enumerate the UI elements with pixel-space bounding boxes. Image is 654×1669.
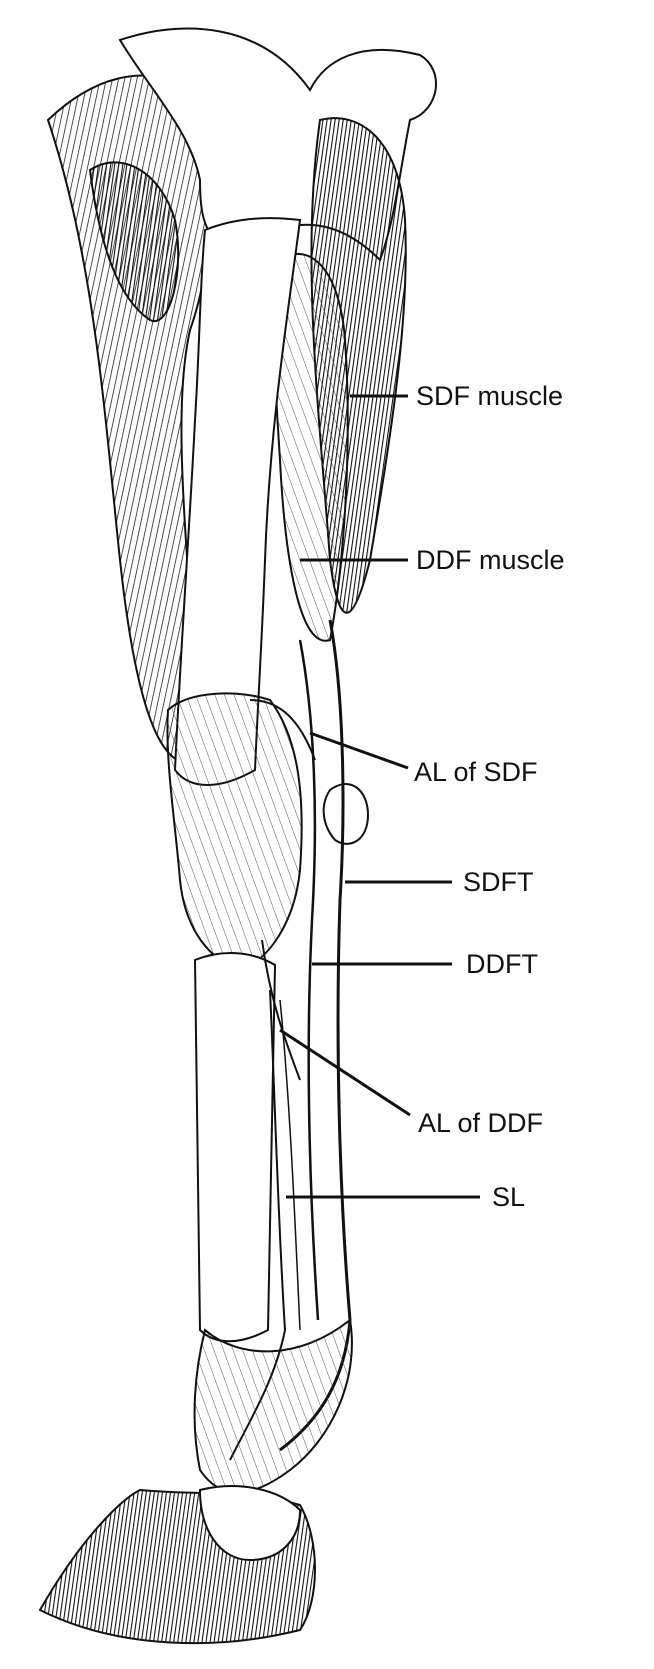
hoof xyxy=(40,1486,315,1643)
fetlock-and-pastern xyxy=(195,1320,352,1493)
label-al-of-sdf: AL of SDF xyxy=(414,759,538,786)
label-sl: SL xyxy=(492,1184,525,1211)
label-ddft: DDFT xyxy=(466,951,538,978)
label-sdf-muscle: SDF muscle xyxy=(416,383,563,410)
label-al-of-ddf: AL of DDF xyxy=(418,1110,543,1137)
leader-al-of-ddf xyxy=(280,1030,410,1115)
label-ddf-muscle: DDF muscle xyxy=(416,547,565,574)
label-sdft: SDFT xyxy=(463,869,534,896)
leader-al-of-sdf xyxy=(310,733,408,768)
cannon-bone xyxy=(195,953,275,1341)
